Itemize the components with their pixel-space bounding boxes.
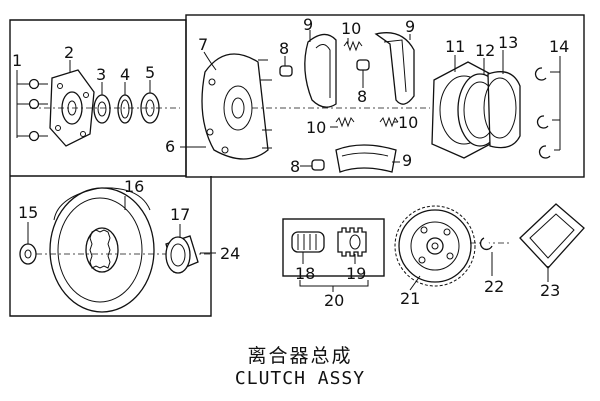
housing-part-13 — [483, 71, 521, 149]
callout-20: 20 — [324, 291, 344, 310]
callout-9a: 9 — [303, 15, 313, 34]
callout-15: 15 — [18, 203, 38, 222]
large-gear-part-21 — [394, 205, 476, 287]
callout-4: 4 — [120, 65, 130, 84]
callout-8b: 8 — [357, 87, 367, 106]
washer-part-15 — [19, 243, 37, 265]
callout-7: 7 — [198, 35, 208, 54]
callout-23: 23 — [540, 281, 560, 300]
callout-10a: 10 — [341, 19, 361, 38]
title-chinese: 离合器总成 — [247, 345, 353, 367]
callout-11: 11 — [445, 37, 465, 56]
clutch-shoes-part-9 — [304, 32, 415, 173]
pins-part-8 — [279, 59, 370, 171]
callout-16: 16 — [124, 177, 144, 196]
callout-13: 13 — [498, 33, 518, 52]
callout-12: 12 — [475, 41, 495, 60]
leader-lines — [27, 30, 549, 291]
callout-8c: 8 — [290, 157, 300, 176]
callout-9c: 9 — [402, 151, 412, 170]
callout-14: 14 — [549, 37, 569, 56]
callout-3: 3 — [96, 65, 106, 84]
clutch-drum-part-16 — [49, 187, 155, 313]
callout-18: 18 — [295, 264, 315, 283]
title-english: CLUTCH ASSY — [234, 368, 366, 389]
callout-10c: 10 — [398, 113, 418, 132]
callout-19: 19 — [346, 264, 366, 283]
gear-part-19 — [337, 227, 367, 257]
screws-part-1 — [16, 70, 48, 142]
circlips-part-14 — [534, 56, 561, 159]
callout-24: 24 — [220, 244, 240, 263]
callout-5: 5 — [145, 63, 155, 82]
callout-9b: 9 — [405, 17, 415, 36]
callout-21: 21 — [400, 289, 420, 308]
sleeve-part-17 — [165, 235, 199, 274]
callout-10b: 10 — [306, 118, 326, 137]
nut-part-3 — [93, 94, 111, 124]
clutch-subassembly-box — [185, 14, 585, 178]
callout-17: 17 — [170, 205, 190, 224]
needle-bearing-part-18 — [291, 231, 325, 253]
clip-part-22 — [480, 237, 493, 250]
washer-part-4 — [117, 94, 133, 124]
springs-part-10 — [335, 40, 399, 128]
callout-8a: 8 — [279, 39, 289, 58]
callout-22: 22 — [484, 277, 504, 296]
callout-1: 1 — [12, 51, 22, 70]
gasket-part-23 — [519, 203, 585, 269]
callout-numbers: 1 2 3 4 5 6 7 8 8 8 9 9 9 10 10 10 11 12… — [12, 15, 569, 310]
callout-2: 2 — [64, 43, 74, 62]
bearing-gear-box — [282, 218, 385, 277]
drive-plate-part-7 — [201, 53, 272, 160]
callout-6: 6 — [165, 137, 175, 156]
